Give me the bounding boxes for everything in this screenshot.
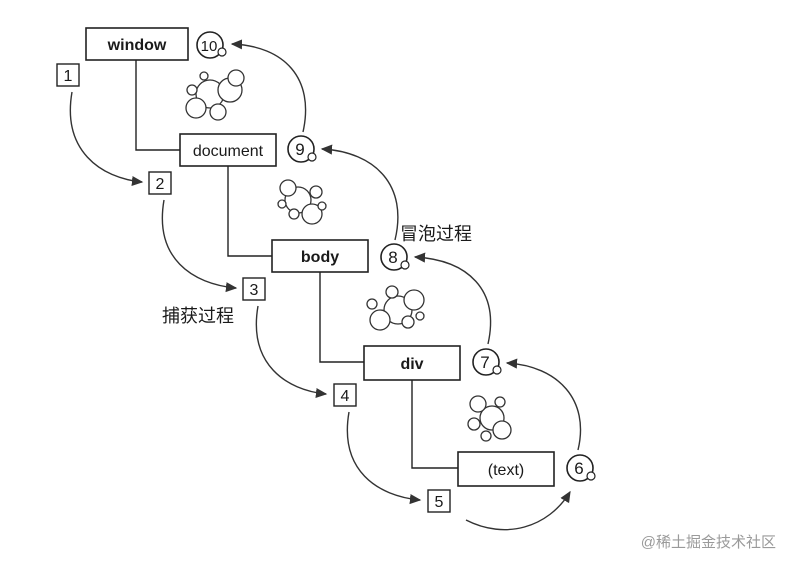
node-body: body (271, 239, 369, 273)
bubble-step-10: 10 (196, 31, 227, 59)
bubble-step-6-label: 6 (574, 459, 583, 478)
bubble-step-7-label: 7 (480, 353, 489, 372)
bubble-step-7: 7 (472, 348, 502, 376)
bubble-cluster-1 (185, 69, 245, 121)
bubble-step-6: 6 (566, 454, 596, 482)
bubble-step-9: 9 (287, 135, 317, 163)
capture-arrow-4-5 (346, 411, 422, 505)
node-document: document (179, 133, 277, 167)
bubble-arrow-6-7 (505, 358, 582, 451)
tree-line-div-text (411, 380, 458, 469)
bubble-arrow-5-6 (465, 490, 571, 531)
tree-line-window-document (135, 60, 180, 151)
node-body-label: body (301, 249, 339, 266)
bubble-cluster-3 (366, 285, 425, 331)
capture-arrow-1-2 (69, 91, 144, 187)
capture-step-5-label: 5 (435, 494, 444, 511)
node-window-label: window (107, 37, 167, 54)
capture-step-1-label: 1 (64, 68, 73, 85)
bubble-step-8: 8 (380, 243, 410, 271)
capture-arrow-3-4 (255, 305, 328, 399)
bubble-arrow-9-10 (230, 39, 307, 133)
node-window: window (85, 27, 189, 61)
capture-phase-label: 捕获过程 (162, 306, 234, 326)
tree-line-document-body (227, 166, 272, 257)
capture-step-2-label: 2 (156, 176, 165, 193)
bubble-step-9-label: 9 (295, 140, 304, 159)
capture-step-5: 5 (427, 489, 451, 513)
dom-tree-lines (135, 60, 458, 469)
tree-line-body-div (319, 272, 364, 363)
bubble-phase-label: 冒泡过程 (400, 224, 472, 244)
node-div-label: div (400, 356, 423, 373)
bubble-arrow-7-8 (413, 252, 492, 345)
node-text-label: (text) (488, 462, 524, 479)
capture-step-3-label: 3 (250, 282, 259, 299)
bubble-arrows (230, 39, 582, 531)
capture-step-1: 1 (56, 63, 80, 87)
capture-arrows (69, 91, 422, 505)
capture-step-2: 2 (148, 171, 172, 195)
watermark-text: @稀土掘金技术社区 (641, 534, 776, 551)
capture-step-3: 3 (242, 277, 266, 301)
bubble-arrow-8-9 (320, 144, 399, 241)
capture-step-4: 4 (333, 383, 357, 407)
bubble-cluster-2 (277, 179, 327, 225)
capture-step-4-label: 4 (341, 388, 350, 405)
node-text: (text) (457, 451, 555, 487)
bubble-step-8-label: 8 (388, 248, 397, 267)
bubble-cluster-4 (467, 395, 512, 442)
capture-arrow-2-3 (161, 199, 238, 293)
node-document-label: document (193, 143, 264, 160)
node-div: div (363, 345, 461, 381)
bubble-step-10-label: 10 (201, 38, 218, 55)
